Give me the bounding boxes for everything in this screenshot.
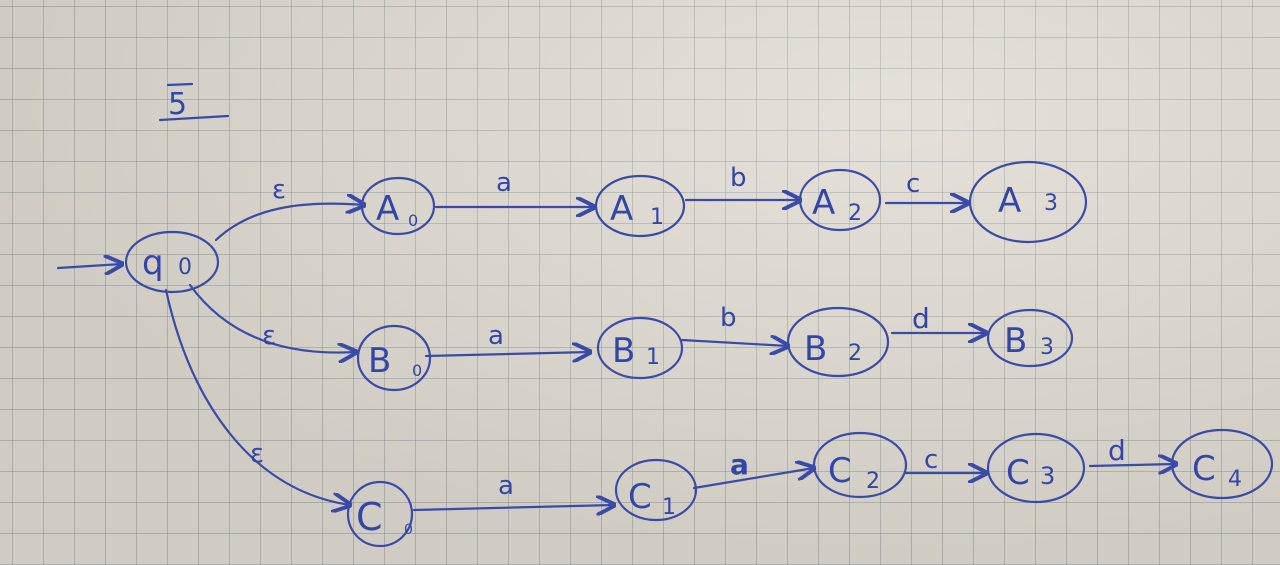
label-B2-B3: d	[912, 302, 930, 335]
state-A0: A 0	[360, 176, 436, 236]
svg-text:5: 5	[168, 87, 187, 122]
label-C0-C1: a	[498, 471, 514, 501]
edge-C1-C2	[692, 468, 814, 490]
state-nodes: q 0 A 0 A 1 A 2 A 3 B 0	[124, 160, 1274, 548]
label-B0-B1: a	[488, 321, 504, 351]
state-A1: A 1	[594, 174, 686, 238]
svg-text:1: 1	[662, 495, 676, 520]
svg-text:2: 2	[866, 469, 880, 494]
label-C2-C3: c	[924, 445, 938, 475]
edge-B0-B1	[424, 352, 590, 356]
label-A2-A3: c	[906, 169, 920, 199]
state-A3: A 3	[968, 160, 1088, 244]
svg-text:0: 0	[404, 522, 413, 538]
edge-q0-C0	[164, 288, 350, 505]
svg-text:B: B	[368, 341, 391, 381]
state-A2: A 2	[798, 168, 882, 232]
state-B2: B 2	[786, 306, 890, 378]
label-B1-B2: b	[720, 303, 737, 333]
problem-number-underline	[158, 114, 230, 122]
state-C0: C 0	[346, 480, 414, 548]
edge-C3-C4	[1088, 464, 1176, 466]
svg-text:A: A	[998, 181, 1021, 221]
svg-text:0: 0	[178, 255, 192, 280]
problem-number: 5	[158, 82, 230, 122]
svg-text:A: A	[812, 183, 835, 223]
label-q0-B0: ε	[262, 321, 276, 351]
svg-text:A: A	[610, 189, 633, 229]
svg-text:C: C	[1192, 449, 1216, 489]
state-C1: C 1	[614, 458, 698, 522]
edge-q0-A0	[214, 204, 364, 242]
label-C3-C4: d	[1108, 434, 1126, 467]
svg-text:3: 3	[1040, 335, 1054, 360]
edge-q0-B0	[188, 283, 356, 353]
svg-text:0: 0	[412, 361, 422, 380]
svg-text:1: 1	[646, 345, 660, 370]
svg-text:1: 1	[650, 205, 664, 230]
problem-number-overline	[166, 82, 194, 87]
svg-text:B: B	[612, 331, 635, 371]
start-arrow	[56, 264, 122, 268]
edge-C0-C1	[412, 505, 614, 510]
svg-text:B: B	[1004, 321, 1027, 361]
label-A0-A1: a	[496, 168, 512, 198]
svg-text:A: A	[376, 189, 399, 229]
svg-text:0: 0	[408, 211, 418, 230]
svg-text:C: C	[1006, 453, 1030, 493]
label-q0-C0: ε	[250, 439, 264, 469]
state-C4: C 4	[1170, 428, 1274, 500]
state-C2: C 2	[812, 431, 908, 499]
transition-edges	[164, 200, 1176, 510]
svg-text:2: 2	[848, 341, 862, 366]
svg-text:C: C	[628, 477, 652, 517]
label-C1-C2: a	[730, 448, 749, 481]
state-B1: B 1	[596, 316, 684, 380]
svg-text:B: B	[804, 329, 827, 369]
svg-text:C: C	[828, 451, 852, 491]
state-C3: C 3	[986, 432, 1086, 504]
state-q0: q 0	[124, 230, 220, 294]
svg-text:4: 4	[1228, 467, 1242, 492]
svg-text:2: 2	[848, 201, 862, 226]
transition-labels: ε ε ε a b c a b d a a c d	[250, 163, 1126, 501]
label-A1-A2: b	[730, 163, 747, 193]
svg-text:3: 3	[1044, 191, 1058, 216]
state-B0: B 0	[356, 324, 432, 392]
label-q0-A0: ε	[272, 175, 286, 205]
svg-text:q: q	[142, 243, 164, 283]
svg-text:3: 3	[1040, 462, 1055, 490]
edge-B1-B2	[680, 340, 788, 346]
state-B3: B 3	[986, 308, 1074, 368]
svg-text:C: C	[356, 495, 383, 539]
